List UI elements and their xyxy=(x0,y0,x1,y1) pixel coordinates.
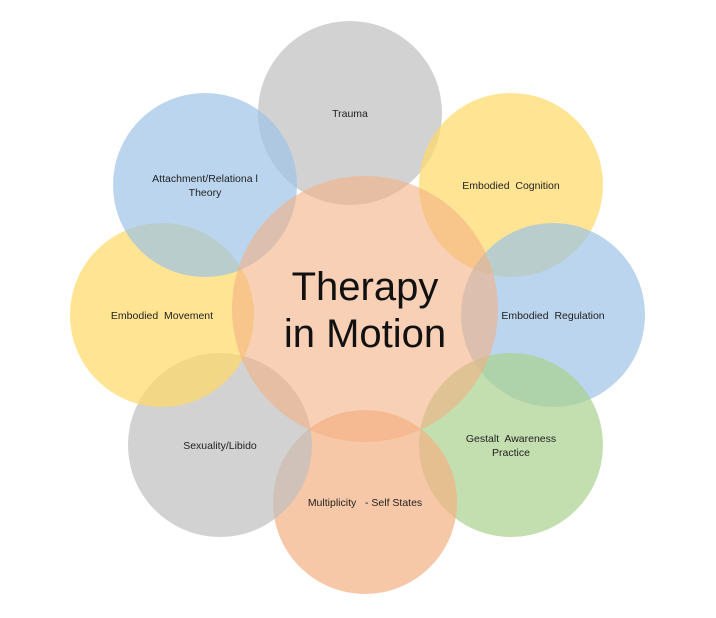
petal-circle-trauma xyxy=(258,21,442,205)
petal-trauma: Trauma xyxy=(258,21,442,205)
petal-label-multiplicity-self-states-line-1: Multiplicity - Self States xyxy=(308,497,422,509)
center-circle xyxy=(232,176,498,442)
center-node: Therapy in Motion xyxy=(232,176,498,442)
petal-label-attachment-relational-theory-line-2: Theory xyxy=(189,187,222,199)
center-title-line-2: in Motion xyxy=(284,312,446,356)
petal-label-embodied-movement-line-1: Embodied Movement xyxy=(111,310,213,322)
petal-circle-attachment-relational-theory xyxy=(113,93,297,277)
petal-label-attachment-relational-theory-line-1: Attachment/Relationa l xyxy=(152,173,258,185)
petal-circle-multiplicity-self-states xyxy=(273,410,457,594)
center-title-line-1: Therapy xyxy=(292,265,439,309)
petal-label-embodied-regulation-line-1: Embodied Regulation xyxy=(501,310,604,322)
petal-circle-gestalt-awareness-practice xyxy=(419,353,603,537)
petal-attachment-relational-theory: Attachment/Relationa l Theory xyxy=(113,93,297,277)
petal-label-gestalt-awareness-practice-line-1: Gestalt Awareness xyxy=(466,433,556,445)
petal-label-sexuality-libido-line-1: Sexuality/Libido xyxy=(183,440,257,452)
petal-label-embodied-cognition-line-1: Embodied Cognition xyxy=(462,180,560,192)
petal-label-gestalt-awareness-practice-line-2: Practice xyxy=(492,447,530,459)
petal-multiplicity-self-states: Multiplicity - Self States xyxy=(273,410,457,594)
petal-label-trauma-line-1: Trauma xyxy=(332,108,368,120)
